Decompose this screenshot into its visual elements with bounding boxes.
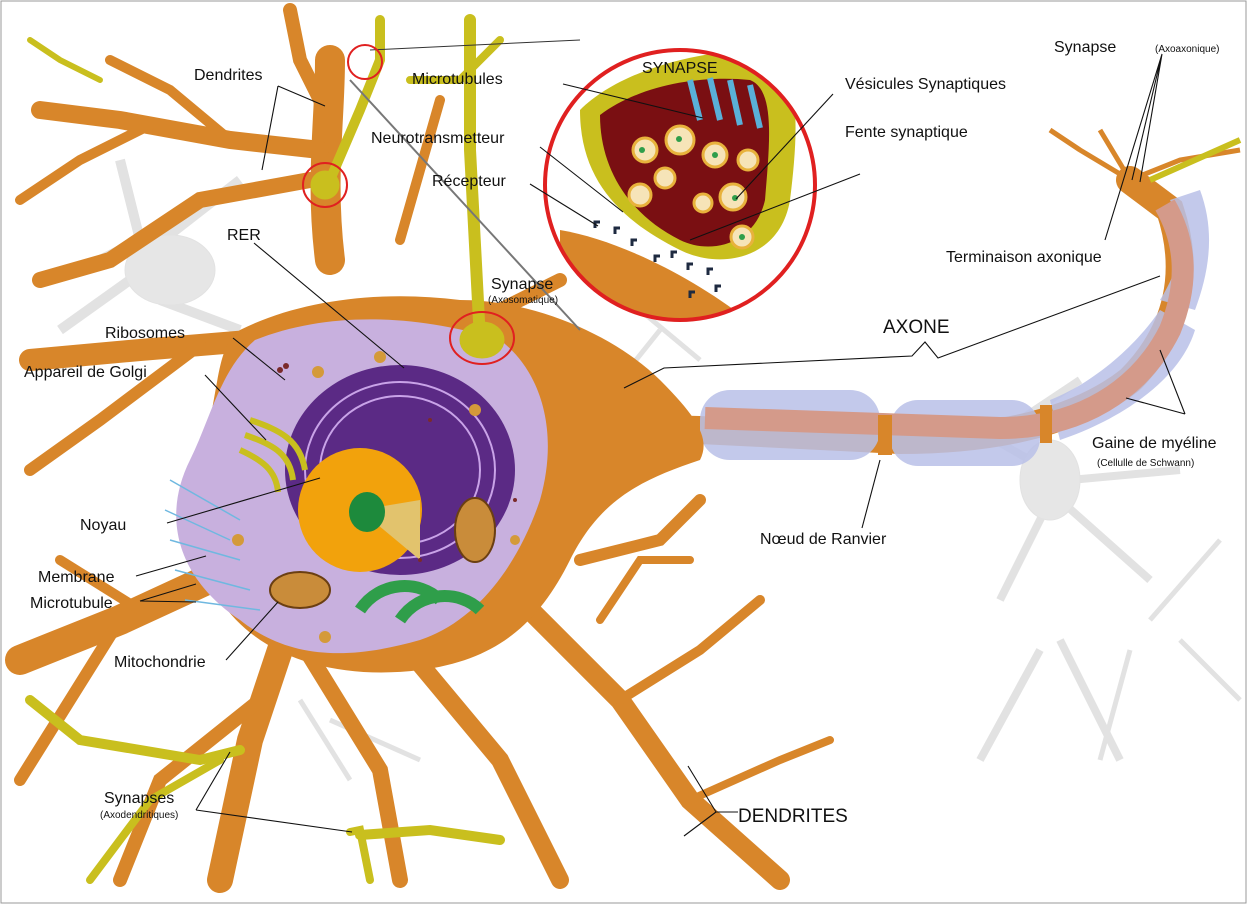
- label-myelin-sheath: Gaine de myéline: [1092, 435, 1217, 452]
- label-microtubules: Microtubules: [412, 71, 503, 88]
- label-dendrites-top: Dendrites: [194, 67, 262, 84]
- label-rer: RER: [227, 227, 261, 244]
- label-schwann-cell: (Cellulle de Schwann): [1097, 458, 1194, 469]
- label-nucleus: Noyau: [80, 517, 126, 534]
- label-golgi: Appareil de Golgi: [24, 364, 147, 381]
- nucleolus: [349, 492, 385, 532]
- label-axon: AXONE: [883, 317, 950, 338]
- label-synaptic-vesicles: Vésicules Synaptiques: [845, 76, 1006, 93]
- label-synapse-zoom-title: SYNAPSE: [642, 60, 718, 77]
- label-mitochondria: Mitochondrie: [114, 654, 206, 671]
- mitochondrion-1: [270, 572, 330, 608]
- label-synapse-axosomatic-sub: (Axosomatique): [488, 295, 558, 306]
- mitochondrion-2: [455, 498, 495, 562]
- node-of-ranvier-mark: [878, 415, 892, 455]
- label-synapse-axosomatic: Synapse: [491, 276, 553, 293]
- label-synapse-axoaxonic-sub: (Axoaxonique): [1155, 44, 1219, 55]
- label-synapses-axodendritic: Synapses: [104, 790, 174, 807]
- label-membrane: Membrane: [38, 569, 115, 586]
- label-receptor: Récepteur: [432, 173, 506, 190]
- label-neurotransmitter: Neurotransmetteur: [371, 130, 505, 147]
- label-dendrites-bottom: DENDRITES: [738, 806, 848, 827]
- label-ribosomes: Ribosomes: [105, 325, 185, 342]
- label-synapse-axoaxonic: Synapse: [1054, 39, 1116, 56]
- label-synapses-axodendritic-sub: (Axodendritiques): [100, 810, 178, 821]
- label-node-of-ranvier: Nœud de Ranvier: [760, 531, 887, 548]
- label-synaptic-cleft: Fente synaptique: [845, 124, 968, 141]
- label-microtubule: Microtubule: [30, 595, 113, 612]
- label-axon-terminal: Terminaison axonique: [946, 249, 1102, 266]
